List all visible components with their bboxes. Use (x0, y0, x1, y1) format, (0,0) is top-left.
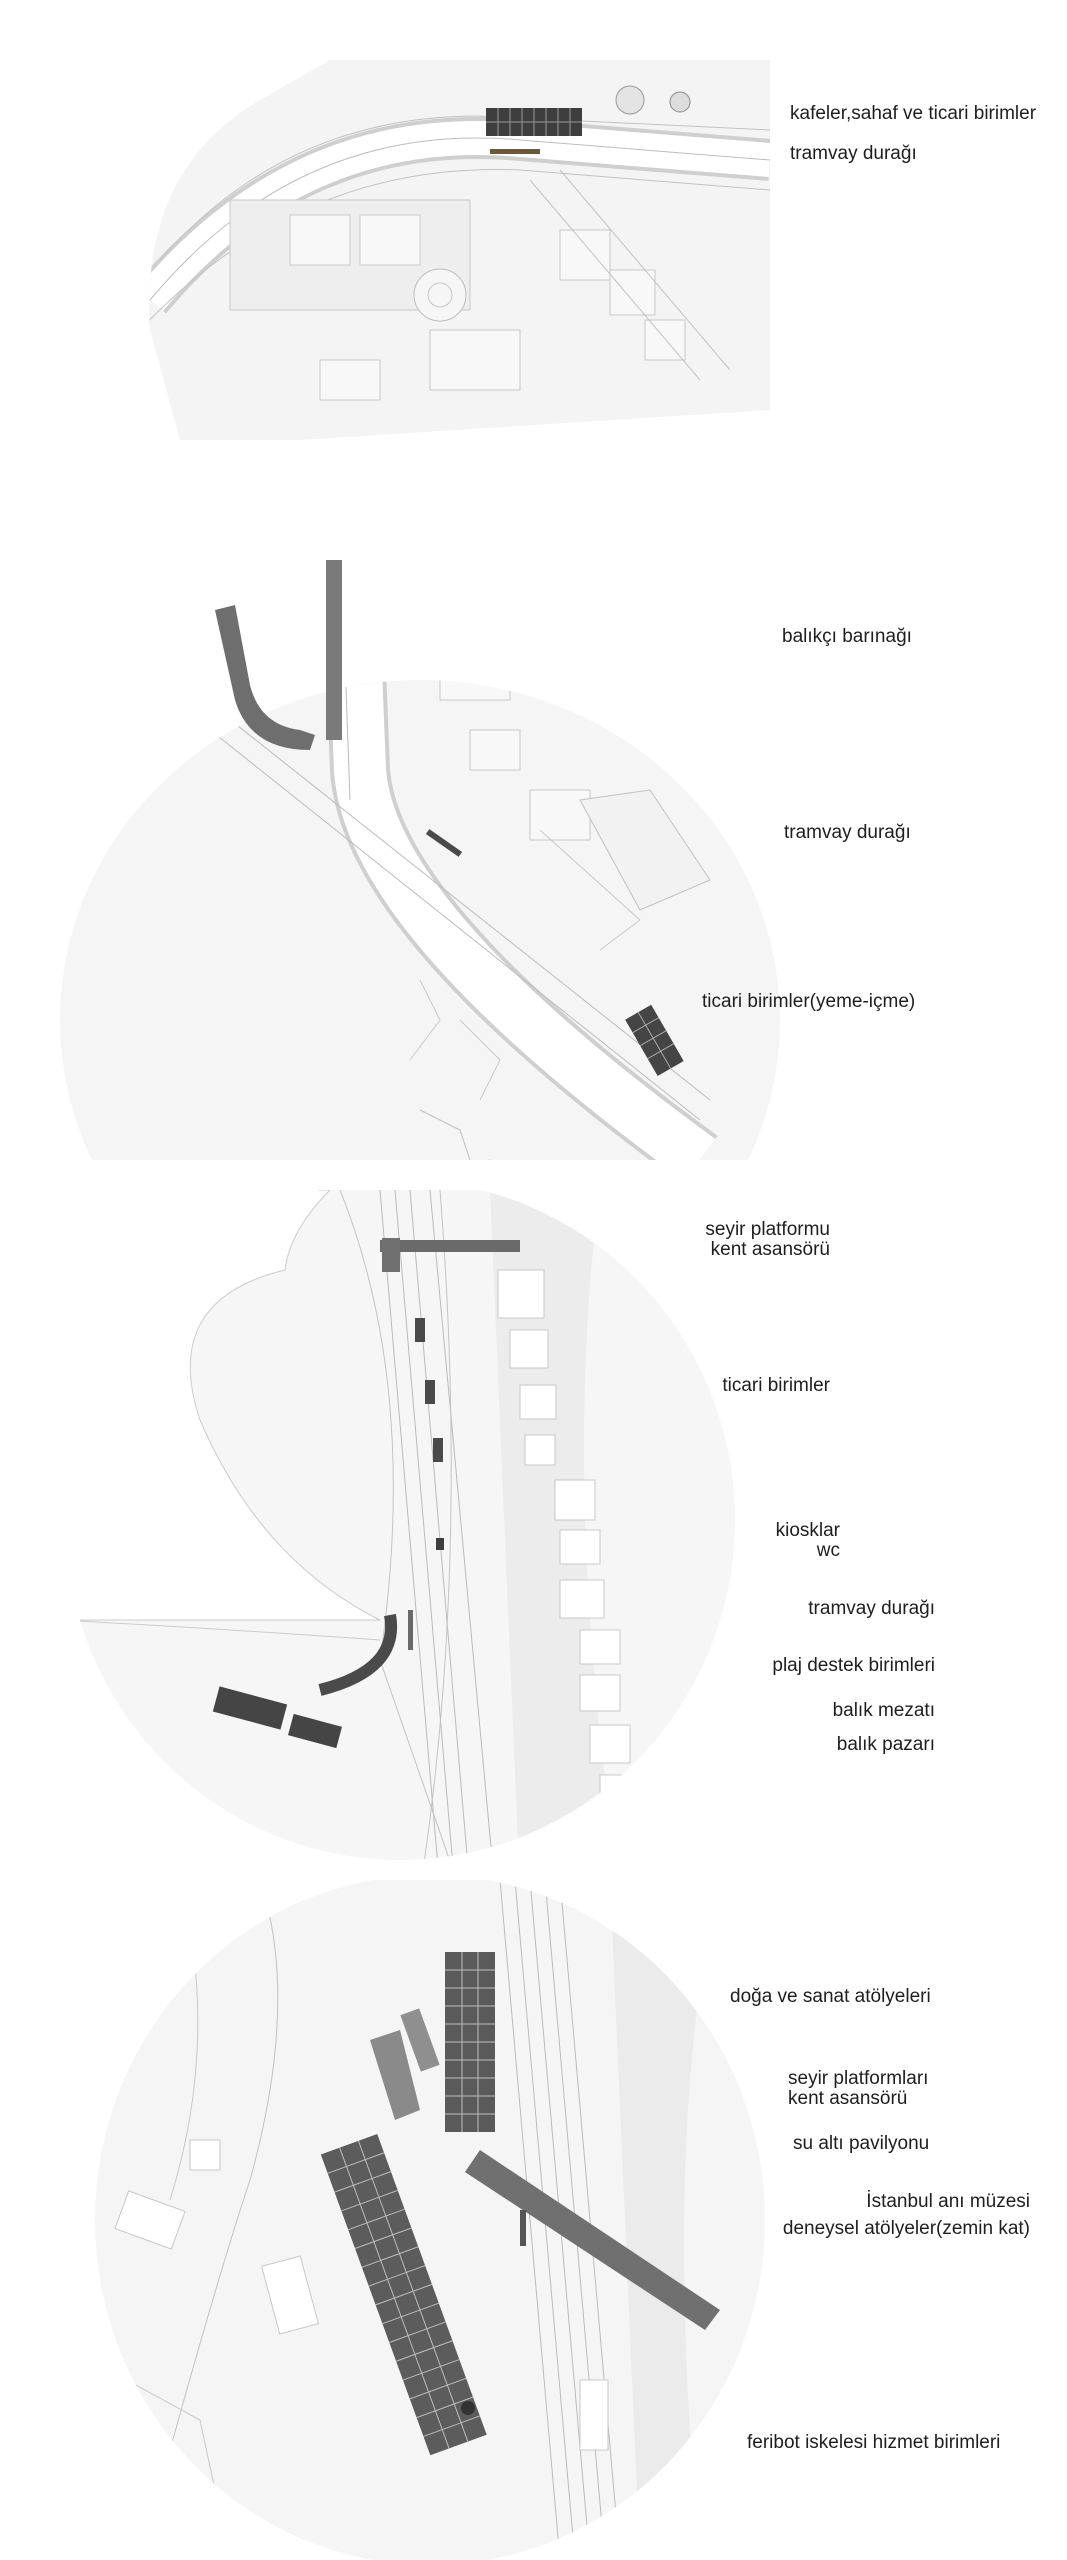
label-underwater-pavilion: su altı pavilyonu (793, 2133, 930, 2154)
cafe-units (486, 108, 582, 136)
label-tram-stop: tramvay durağı (790, 143, 917, 164)
museum-entrance-marker (461, 2401, 475, 2415)
label-experimental-workshops: deneysel atölyeler(zemin kat) (782, 2218, 1030, 2239)
site-plan-panel-1: kafeler,sahaf ve ticari birimler tramvay… (0, 0, 1067, 460)
site-plan-3-drawing (65, 1190, 735, 1860)
label-viewing-platforms: seyir platformları (788, 2068, 929, 2089)
label-istanbul-memory-museum: İstanbul anı müzesi (866, 2191, 1030, 2212)
underwater-pavilion (520, 2210, 526, 2246)
label-food-units: ticari birimler(yeme-içme) (702, 991, 916, 1012)
site-plan-panel-3: seyir platformu kent asansörü ticari bir… (0, 1190, 1067, 1890)
nature-art-workshops (445, 1952, 495, 2132)
viewing-platforms (370, 2030, 420, 2120)
fishing-harbour-pier (215, 605, 315, 750)
label-tram-stop-3: tramvay durağı (808, 1598, 935, 1619)
commercial-unit (425, 1380, 435, 1404)
label-fish-auction: balık mezatı (832, 1700, 935, 1721)
label-city-elevator-4: kent asansörü (788, 2088, 908, 2109)
kiosk-unit (436, 1538, 444, 1550)
fish-auction (212, 1686, 288, 1730)
site-plan-panel-2: balıkçı barınağı tramvay durağı ticari b… (0, 500, 1067, 1160)
site-plan-1-drawing (149, 60, 770, 440)
site-plan-2-drawing (60, 560, 780, 1160)
fish-market (288, 1713, 342, 1749)
label-tram-stop-2: tramvay durağı (784, 822, 911, 843)
viewing-platform (380, 1240, 520, 1252)
site-plan-4-drawing (95, 1880, 765, 2560)
label-fish-market: balık pazarı (836, 1734, 935, 1755)
label-beach-support-units: plaj destek birimleri (772, 1655, 935, 1676)
food-units (625, 1004, 684, 1076)
city-elevator-bridge (465, 2150, 720, 2330)
label-city-elevator: kent asansörü (710, 1239, 830, 1260)
tram-stop-marker-2 (425, 829, 463, 857)
label-kiosks: kiosklar (775, 1520, 840, 1541)
label-fishing-harbour: balıkçı barınağı (782, 626, 912, 647)
label-cafes-bookshops-shops: kafeler,sahaf ve ticari birimler (790, 103, 1037, 124)
label-ferry-pier-service-units: feribot iskelesi hizmet birimleri (747, 2432, 1001, 2453)
commercial-unit (415, 1318, 425, 1342)
city-elevator (382, 1238, 400, 1272)
tram-stop-marker (490, 149, 540, 154)
site-plan-panel-4: doğa ve sanat atölyeleri seyir platforml… (0, 1880, 1067, 2560)
label-viewing-platform: seyir platformu (705, 1219, 830, 1240)
commercial-unit (433, 1438, 443, 1462)
label-nature-art-workshops: doğa ve sanat atölyeleri (730, 1986, 931, 2007)
beach-support-units (318, 1613, 398, 1696)
tram-stop-marker-3 (408, 1610, 413, 1650)
istanbul-memory-museum (320, 2134, 487, 2456)
pier-strip (326, 560, 342, 740)
label-wc: wc (816, 1540, 840, 1561)
label-commercial-units: ticari birimler (722, 1375, 830, 1396)
